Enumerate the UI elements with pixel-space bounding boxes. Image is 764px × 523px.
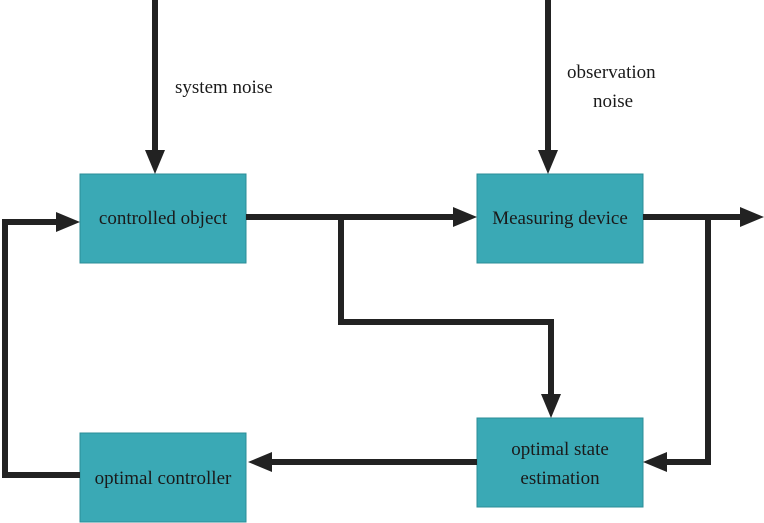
system-noise-label: system noise	[175, 77, 273, 98]
measuring-device-label: Measuring device	[492, 208, 628, 229]
measurement-to-estimation-arrow	[643, 217, 711, 472]
system-noise-arrow	[145, 0, 165, 174]
object-to-measuring-arrow	[246, 207, 477, 227]
optimal-state-estimation-block: optimal state estimation	[476, 417, 644, 508]
measuring-device-block: Measuring device	[476, 173, 644, 264]
state-estimation-label-line-2: estimation	[520, 468, 600, 489]
controller-feedback-arrow	[2, 212, 80, 478]
measurement-output-arrow	[643, 207, 764, 227]
object-to-estimation-arrow	[338, 217, 561, 418]
state-estimation-label-line-1: optimal state	[511, 439, 609, 460]
observation-noise-arrow	[538, 0, 558, 174]
optimal-controller-block: optimal controller	[79, 432, 247, 523]
estimation-to-controller-arrow	[248, 452, 477, 472]
controlled-object-label: controlled object	[99, 208, 228, 229]
optimal-controller-label: optimal controller	[95, 468, 232, 489]
observation-noise-label-line-2: noise	[593, 91, 633, 112]
observation-noise-label-line-1: observation	[567, 62, 656, 83]
controlled-object-block: controlled object	[79, 173, 247, 264]
